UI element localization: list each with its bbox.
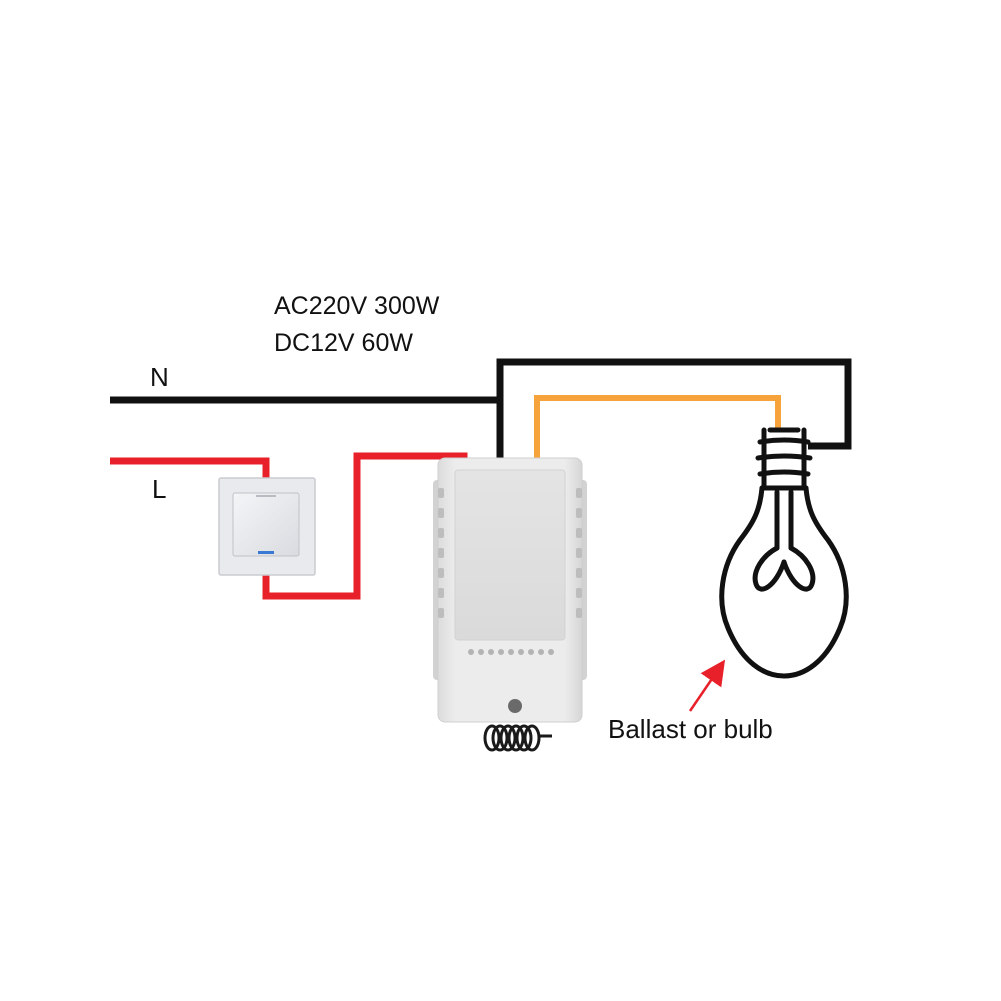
antenna-coil-icon — [483, 724, 552, 752]
light-bulb-icon — [719, 427, 849, 679]
bulb-annotation-arrow — [688, 659, 726, 712]
load-wire — [534, 395, 781, 463]
learn-button-icon — [508, 699, 522, 713]
wall-switch-icon — [218, 477, 316, 576]
neutral-wire — [110, 358, 852, 460]
rating-ac: AC220V 300W — [274, 292, 440, 320]
switch-indicator-icon — [258, 551, 274, 554]
neutral-label: N — [150, 362, 169, 392]
live-label: L — [152, 474, 166, 504]
rf-receiver-module-icon — [433, 457, 587, 752]
rating-dc: DC12V 60W — [274, 329, 413, 357]
bulb-label: Ballast or bulb — [608, 714, 773, 744]
